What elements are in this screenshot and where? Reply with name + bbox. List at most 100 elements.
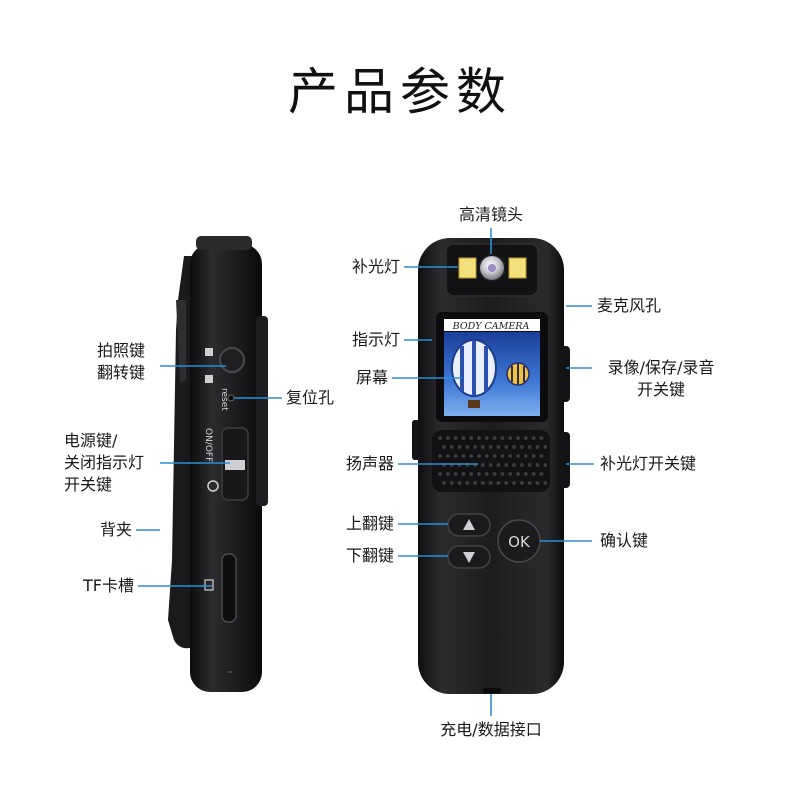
speaker-hole bbox=[457, 445, 462, 449]
speaker-hole bbox=[516, 436, 520, 440]
speaker-hole bbox=[508, 454, 513, 458]
photo-button[interactable] bbox=[219, 347, 245, 373]
balloon-basket bbox=[468, 400, 480, 408]
speaker-hole bbox=[492, 436, 497, 440]
speaker-hole bbox=[442, 481, 446, 485]
usb-port bbox=[483, 688, 501, 693]
speaker-hole bbox=[457, 481, 462, 485]
speaker-hole bbox=[445, 436, 450, 440]
speaker-hole bbox=[469, 436, 474, 440]
speaker-hole bbox=[481, 481, 485, 485]
back-clip bbox=[168, 256, 196, 649]
speaker-hole bbox=[492, 454, 497, 458]
fill-light-switch-button[interactable] bbox=[558, 432, 570, 488]
label-fill-light: 补光灯 bbox=[351, 257, 400, 276]
speaker-hole bbox=[539, 454, 544, 458]
speaker-hole bbox=[527, 463, 532, 467]
on-off-mark: ON/OFF bbox=[203, 428, 213, 462]
ok-button-label: OK bbox=[508, 533, 531, 551]
speaker-hole bbox=[520, 463, 524, 467]
speaker-hole bbox=[473, 481, 477, 485]
speaker-hole bbox=[500, 436, 505, 440]
speaker-hole bbox=[508, 472, 513, 476]
speaker-hole bbox=[520, 445, 524, 449]
speaker-hole bbox=[543, 445, 548, 449]
speaker-hole bbox=[504, 463, 509, 467]
speaker-hole bbox=[531, 454, 536, 458]
speaker-hole bbox=[484, 454, 489, 458]
speaker-hole bbox=[504, 481, 509, 485]
speaker-hole bbox=[512, 481, 516, 485]
reset-mark: reset bbox=[219, 388, 229, 411]
side-view-device bbox=[168, 236, 268, 692]
speaker-hole bbox=[535, 445, 540, 449]
up-arrow-icon bbox=[463, 519, 475, 530]
speaker-hole bbox=[531, 472, 536, 476]
speaker-hole bbox=[484, 436, 489, 440]
speaker-hole bbox=[453, 454, 458, 458]
label-photo: 拍照键 翻转键 bbox=[86, 340, 156, 384]
tf-slot[interactable] bbox=[221, 553, 237, 623]
front-view-device bbox=[412, 238, 570, 694]
label-up: 上翻键 bbox=[345, 514, 394, 533]
down-arrow-icon bbox=[463, 552, 475, 563]
speaker-hole bbox=[445, 472, 450, 476]
leader-lines bbox=[136, 228, 594, 716]
label-power-line2: 关闭指示灯 bbox=[64, 453, 145, 472]
speaker-hole bbox=[496, 463, 501, 467]
speaker-hole bbox=[523, 436, 528, 440]
page-title: 产品参数 bbox=[288, 63, 512, 121]
speaker-hole bbox=[473, 445, 477, 449]
speaker-hole bbox=[488, 445, 493, 449]
speaker-hole bbox=[504, 445, 509, 449]
speaker-hole bbox=[477, 472, 481, 476]
speaker-hole bbox=[453, 436, 458, 440]
speaker-hole bbox=[539, 436, 544, 440]
speaker-hole bbox=[512, 463, 516, 467]
speaker-hole bbox=[461, 454, 466, 458]
speaker-hole bbox=[465, 445, 470, 449]
camera-glyph-icon bbox=[205, 348, 213, 356]
label-photo-line1: 拍照键 bbox=[96, 341, 145, 360]
label-record-line2: 开关键 bbox=[636, 380, 685, 399]
switch-knob bbox=[225, 460, 245, 470]
speaker-hole bbox=[465, 481, 470, 485]
speaker-hole bbox=[461, 472, 466, 476]
label-down: 下翻键 bbox=[345, 546, 394, 565]
label-speaker: 扬声器 bbox=[345, 454, 394, 473]
label-power-line1: 电源键/ bbox=[64, 431, 118, 450]
fill-light-right bbox=[508, 257, 527, 279]
speaker-hole bbox=[512, 445, 516, 449]
speaker-hole bbox=[543, 481, 548, 485]
speaker-grille bbox=[432, 430, 550, 492]
lens-center bbox=[488, 264, 496, 272]
speaker-hole bbox=[523, 472, 528, 476]
speaker-hole bbox=[500, 454, 505, 458]
label-mic: 麦克风孔 bbox=[597, 296, 662, 315]
speaker-hole bbox=[531, 436, 536, 440]
label-lens: 高清镜头 bbox=[458, 205, 523, 224]
left-side-key bbox=[412, 420, 420, 460]
label-screen: 屏幕 bbox=[355, 368, 388, 387]
label-tf: TF卡槽 bbox=[83, 576, 134, 595]
label-record-line1: 录像/保存/录音 bbox=[607, 358, 715, 377]
speaker-hole bbox=[516, 454, 520, 458]
label-power-line3: 开关键 bbox=[64, 475, 113, 494]
sd-card-icon bbox=[204, 579, 214, 591]
speaker-hole bbox=[484, 472, 489, 476]
speaker-hole bbox=[461, 436, 466, 440]
clip-hinge bbox=[176, 300, 186, 384]
record-button[interactable] bbox=[558, 346, 570, 402]
speaker-hole bbox=[523, 454, 528, 458]
speaker-hole bbox=[488, 481, 493, 485]
label-power: 电源键/ 关闭指示灯 开关键 bbox=[64, 430, 144, 496]
speaker-hole bbox=[508, 436, 513, 440]
speaker-hole bbox=[438, 454, 442, 458]
speaker-hole bbox=[469, 454, 474, 458]
side-top-cap bbox=[196, 236, 252, 250]
speaker-hole bbox=[477, 436, 481, 440]
speaker-hole bbox=[477, 454, 481, 458]
power-icon bbox=[207, 480, 219, 492]
